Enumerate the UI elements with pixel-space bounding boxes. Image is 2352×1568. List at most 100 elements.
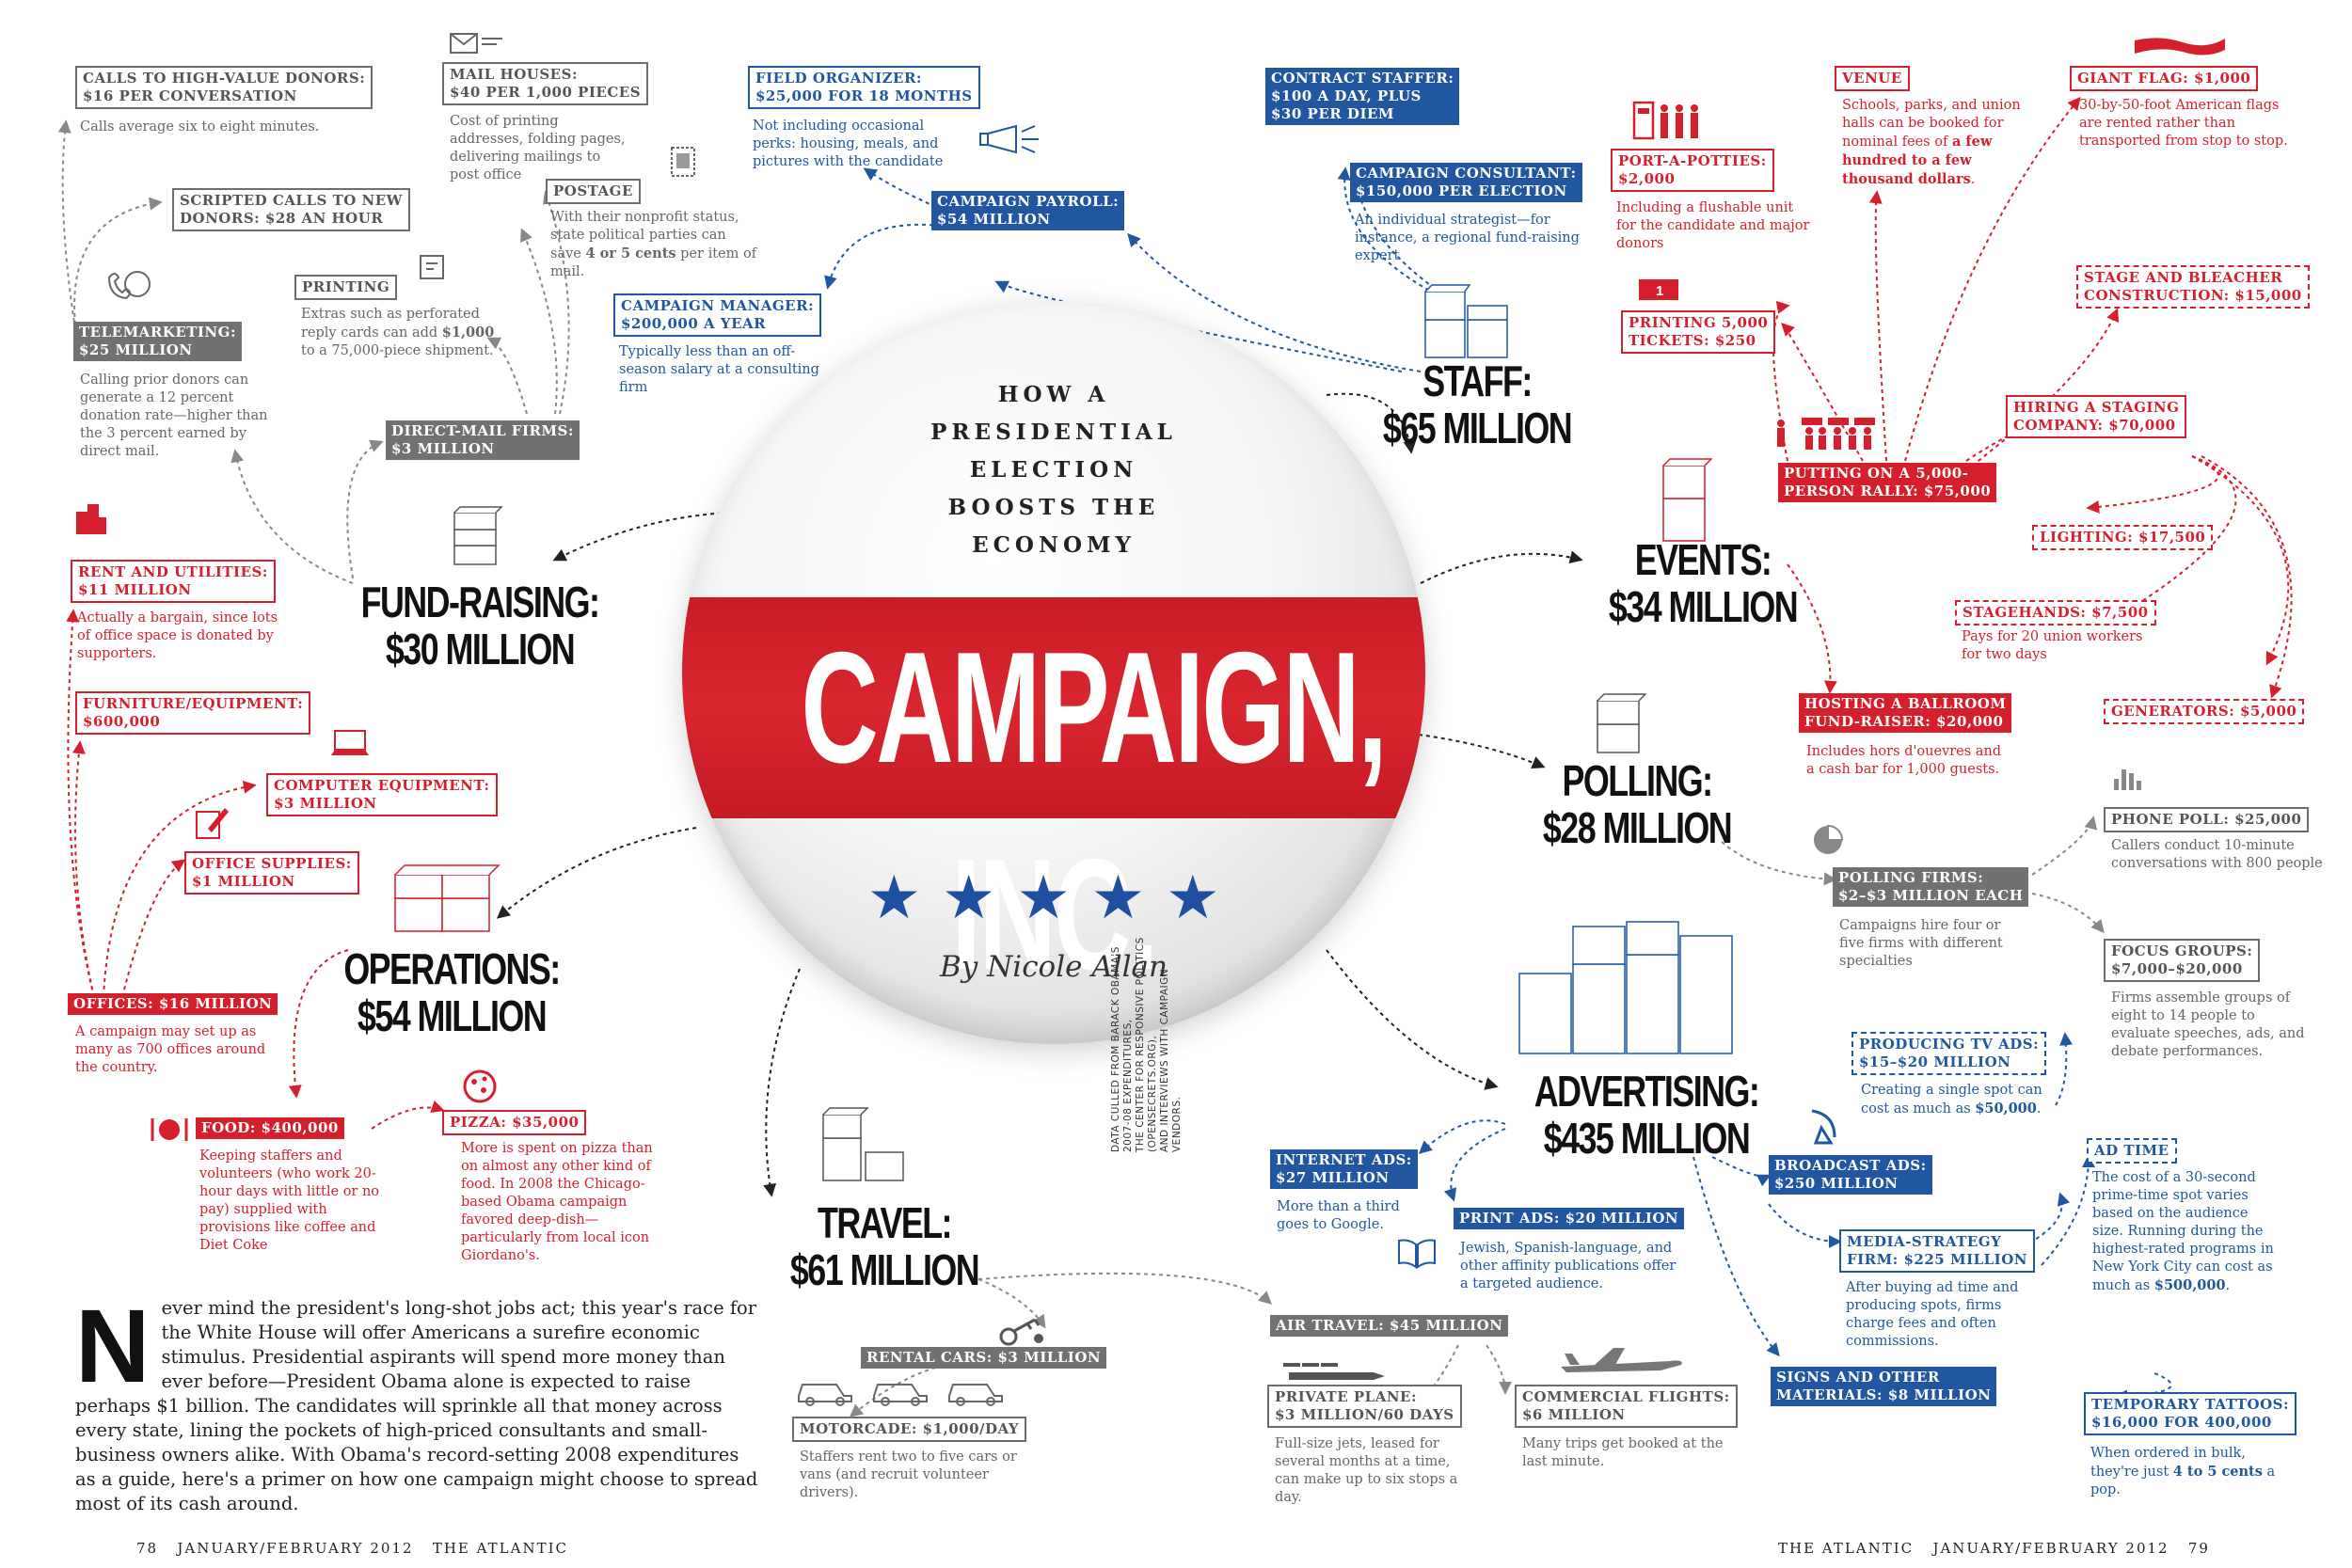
desc-ballroom: Includes hors d'ouevres and a cash bar f… [1806,744,2002,777]
label-postage: POSTAGE [546,179,641,204]
label-print-ads: PRINT ADS: $20 MILLION [1454,1208,1685,1229]
label-office-supplies: OFFICE SUPPLIES: $1 MILLION [184,851,359,895]
hub-events: EVENTS: $34 MILLION [1608,535,1799,631]
label-media-strategy: MEDIA-STRATEGY FIRM: $225 MILLION [1839,1229,2035,1273]
label-giant-flag: GIANT FLAG: $1,000 [2070,66,2259,91]
desc-rent: Actually a bargain, since lots of office… [77,610,278,661]
desc-calls-donors: Calls average six to eight minutes. [80,119,320,135]
label-field-organizer: FIELD ORGANIZER: $25,000 FOR 18 MONTHS [748,66,980,109]
label-furniture: FURNITURE/EQUIPMENT: $600,000 [75,691,311,735]
money-stack-icon [1424,284,1508,358]
label-pizza: PIZZA: $35,000 [442,1110,587,1135]
desc-commercial-flights: Many trips get booked at the last minute… [1522,1436,1724,1469]
ticket-icon: 1 [1639,279,1678,300]
red-band [682,597,1425,818]
label-producing-tv: PRODUCING TV ADS: $15–$20 MILLION [1851,1032,2047,1075]
label-campaign-manager: CAMPAIGN MANAGER: $200,000 A YEAR [613,293,822,337]
label-broadcast-ads: BROADCAST ADS: $250 MILLION [1769,1155,1932,1195]
label-venue: VENUE [1835,66,1910,91]
label-ballroom: HOSTING A BALLROOM FUND-RAISER: $20,000 [1799,693,2012,733]
hub-travel: TRAVEL: $61 MILLION [789,1198,980,1294]
label-port-a-potties: PORT-A-POTTIES: $2,000 [1611,149,1774,192]
megaphone-icon [979,124,1039,154]
label-motorcade: MOTORCADE: $1,000/DAY [792,1417,1027,1442]
satellite-icon [1811,1109,1836,1145]
label-rent: RENT AND UTILITIES: $11 MILLION [71,560,276,603]
port-a-potty-icon [1632,101,1698,140]
label-lighting: LIGHTING: $17,500 [2032,525,2214,550]
folio-left: 78 JANUARY/FEBRUARY 2012 THE ATLANTIC [136,1540,568,1557]
hub-operations: OPERATIONS: $54 MILLION [343,944,561,1040]
book-icon [1398,1239,1436,1269]
label-signs: SIGNS AND OTHER MATERIALS: $8 MILLION [1771,1367,1997,1406]
label-polling-firms: POLLING FIRMS: $2–$3 MILLION EACH [1833,867,2029,907]
label-campaign-payroll: CAMPAIGN PAYROLL: $54 MILLION [931,191,1125,230]
label-direct-mail: DIRECT-MAIL FIRMS: $3 MILLION [386,420,580,460]
desc-print-ads: Jewish, Spanish-language, and other affi… [1460,1241,1677,1291]
phone-icon [107,271,151,300]
hub-fundraising: FUND-RAISING: $30 MILLION [360,578,600,673]
label-staging-company: HIRING A STAGING COMPANY: $70,000 [2006,395,2187,438]
desc-campaign-consultant: An individual strategist—for instance, a… [1355,213,1580,263]
food-icon [151,1118,188,1141]
label-scripted-calls: SCRIPTED CALLS TO NEW DONORS: $28 AN HOU… [172,188,411,231]
campaign-button: HOW A PRESIDENTIAL ELECTION BOOSTS THE E… [682,301,1425,1044]
keys-icon [999,1318,1043,1346]
desc-field-organizer: Not including occasional perks: housing,… [753,119,944,169]
desc-mail-houses: Cost of printing addresses, folding page… [450,114,626,182]
desc-stagehands: Pays for 20 union workers for two days [1962,629,2143,662]
desc-phone-poll: Callers conduct 10-minute conversations … [2111,838,2323,871]
kicker-text: HOW A PRESIDENTIAL ELECTION BOOSTS THE E… [930,382,1177,558]
hub-advertising: ADVERTISING: $435 MILLION [1534,1067,1760,1163]
label-tattoos: TEMPORARY TATTOOS: $16,000 FOR 400,000 [2084,1392,2297,1435]
desc-postage: With their nonprofit status, state polit… [550,210,757,279]
desc-port-a-potties: Including a flushable unit for the candi… [1616,200,1810,251]
label-rally: PUTTING ON A 5,000- PERSON RALLY: $75,00… [1778,463,1997,502]
label-calls-donors: CALLS TO HIGH-VALUE DONORS: $16 PER CONV… [75,66,373,109]
desc-offices: A campaign may set up as many as 700 off… [75,1024,266,1075]
desc-private-plane: Full-size jets, leased for several month… [1275,1436,1458,1505]
bar-chart-icon [2114,769,2141,790]
desc-printing: Extras such as perforated reply cards ca… [301,307,495,358]
desc-internet-ads: More than a third goes to Google. [1277,1199,1400,1232]
building-icon [76,504,106,534]
crowd-icon [1777,418,1875,450]
label-stage: STAGE AND BLEACHER CONSTRUCTION: $15,000 [2076,265,2310,309]
money-stack-icon [822,1107,904,1181]
folio-right: THE ATLANTIC JANUARY/FEBRUARY 2012 79 [1778,1540,2210,1557]
label-food: FOOD: $400,000 [196,1117,344,1139]
flag-icon [2135,38,2225,55]
money-stack-icon [453,506,503,565]
desc-producing-tv: Creating a single spot can cost as much … [1861,1083,2042,1117]
desc-telemarketing: Calling prior donors can generate a 12 p… [80,372,268,459]
label-generators: GENERATORS: $5,000 [2104,699,2305,724]
label-printing-tickets: PRINTING 5,000 TICKETS: $250 [1621,310,1776,354]
intro-text: ever mind the president's long-shot jobs… [75,1297,758,1514]
page-title: CAMPAIGN, INC. [801,619,1387,1003]
dropcap: N [75,1289,151,1404]
label-private-plane: PRIVATE PLANE: $3 MILLION/60 DAYS [1267,1385,1462,1428]
source-note: DATA CULLED FROM BARACK OBAMA'S 2007-08 … [1110,937,1183,1152]
money-stack-icon [1518,921,1733,1054]
desc-polling-firms: Campaigns hire four or five firms with d… [1839,918,2003,969]
label-phone-poll: PHONE POLL: $25,000 [2104,807,2310,832]
desc-venue: Schools, parks, and union halls can be b… [1842,98,2021,187]
jet-icon [1283,1363,1385,1380]
label-computer: COMPUTER EQUIPMENT: $3 MILLION [266,773,498,816]
label-campaign-consultant: CAMPAIGN CONSULTANT: $150,000 PER ELECTI… [1350,163,1582,202]
label-air-travel: AIR TRAVEL: $45 MILLION [1270,1315,1509,1337]
label-focus-groups: FOCUS GROUPS: $7,000–$20,000 [2104,939,2261,982]
label-internet-ads: INTERNET ADS: $27 MILLION [1270,1149,1418,1189]
desc-giant-flag: 30-by-50-foot American flags are rented … [2079,98,2288,149]
label-rental-cars: RENTAL CARS: $3 MILLION [861,1347,1107,1369]
label-ad-time: AD TIME [2087,1138,2177,1164]
stamp-icon [671,147,695,177]
money-stack-icon [1597,693,1646,753]
desc-ad-time: The cost of a 30-second prime-time spot … [2092,1170,2274,1293]
label-telemarketing: TELEMARKETING: $25 MILLION [73,322,242,361]
desc-pizza: More is spent on pizza than on almost an… [461,1141,653,1263]
money-stack-icon [394,864,501,932]
envelope-icon [450,33,502,54]
label-contract-staffer: CONTRACT STAFFER: $100 A DAY, PLUS $30 P… [1265,68,1460,125]
